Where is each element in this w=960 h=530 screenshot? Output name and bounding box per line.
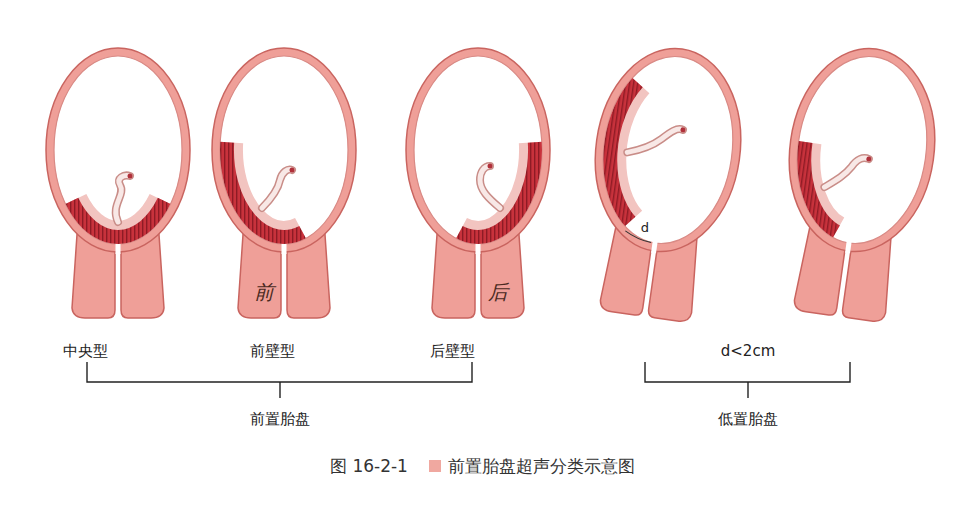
text-anchor: 前壁型	[250, 341, 295, 361]
text-anchor: d<2cm	[721, 341, 776, 360]
dimension-label: d<2cm	[721, 342, 776, 360]
text-anchor: 后壁型	[430, 341, 475, 361]
type-label: 中央型	[63, 342, 108, 361]
group-bracket	[87, 362, 850, 398]
text-anchor: d	[641, 217, 649, 236]
text-anchor: 后	[488, 279, 508, 306]
group-label: 前置胎盘	[250, 410, 310, 429]
text-anchor: 前	[254, 279, 274, 306]
caption-text: 前置胎盘超声分类示意图	[448, 455, 635, 478]
text-anchor: 前置胎盘超声分类示意图	[448, 455, 635, 478]
caption-marker	[429, 460, 441, 472]
type-label: 前壁型	[250, 342, 295, 361]
uterus-figure	[212, 48, 356, 318]
wall-mark: 前	[254, 279, 274, 306]
uterus-figure	[406, 48, 550, 318]
type-label: 后壁型	[430, 342, 475, 361]
uterus-figure	[767, 39, 947, 326]
text-anchor: 前置胎盘	[250, 409, 310, 429]
text-anchor: 中央型	[63, 341, 108, 361]
distance-mark: d	[641, 220, 649, 235]
group-label: 低置胎盘	[718, 410, 778, 429]
text-anchor: 低置胎盘	[718, 409, 778, 429]
wall-mark: 后	[488, 279, 508, 306]
uterus-figure	[46, 48, 190, 318]
figure-caption: 图 16-2-1	[330, 455, 408, 478]
uterus-figure	[573, 39, 753, 326]
text-anchor: 图 16-2-1	[330, 455, 408, 478]
